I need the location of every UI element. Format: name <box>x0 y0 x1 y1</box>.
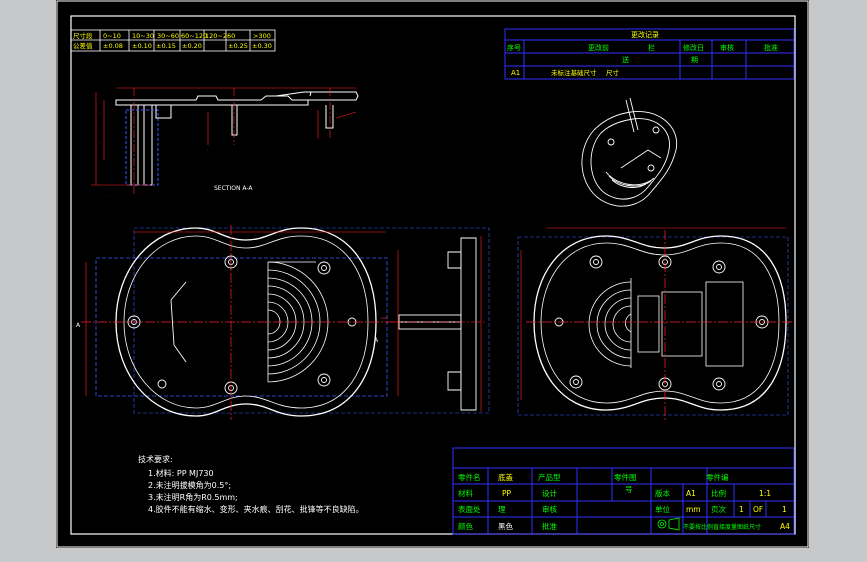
back-view <box>517 227 794 420</box>
tolerance-value: ±0.15 <box>156 42 176 50</box>
revision-title: 更改记录 <box>631 30 659 39</box>
revision-row-content: 未标注基础尺寸 <box>551 68 597 77</box>
title-scale-value: 1:1 <box>759 489 771 498</box>
revision-row-number: A1 <box>511 69 520 77</box>
tolerance-range: 30~60 <box>157 32 179 40</box>
notes-line: 4.胶件不能有缩水、变形、夹水痕、刮花、批锋等不良缺陷。 <box>148 504 364 514</box>
side-view <box>391 236 486 412</box>
svg-text:◦: ◦ <box>98 112 101 117</box>
svg-text:◦: ◦ <box>98 127 101 132</box>
revision-header: 修改日 <box>683 43 704 52</box>
revision-header: 更改前 <box>588 43 609 52</box>
svg-text:◦: ◦ <box>98 142 101 147</box>
tolerance-header-label: 尺寸段 <box>73 31 93 40</box>
revision-header-cont: 期 <box>691 56 698 64</box>
tolerance-range: 60~120 <box>181 32 207 40</box>
tolerance-range: 0~10 <box>103 32 121 40</box>
title-approve-label: 批准 <box>542 521 557 531</box>
revision-table <box>504 28 795 80</box>
title-name-value: 底盖 <box>498 472 513 482</box>
title-scale-label: 比例 <box>711 488 726 498</box>
title-drawing-label: 零件图 <box>614 472 637 482</box>
tolerance-value: ±0.20 <box>182 42 202 50</box>
title-product-label: 产品型 <box>538 472 561 482</box>
title-name-label: 零件名 <box>458 472 481 482</box>
tolerance-value: ±0.10 <box>132 42 152 50</box>
technical-notes: 技术要求: 1.材料: PP MJ730 2.未注明拔模角为0.5°; 3.未注… <box>138 454 364 514</box>
title-color-value: 黑色 <box>498 521 513 531</box>
title-of-label: OF <box>753 505 763 514</box>
title-version-label: 版本 <box>655 488 670 498</box>
section-view: ◦ ◦ ◦ ◦ ◦ ◦ <box>91 87 359 200</box>
revision-header-cont: 送 <box>622 55 629 64</box>
title-color-label: 颜色 <box>458 521 473 531</box>
title-page-total: 1 <box>782 505 787 514</box>
section-marker: A <box>374 337 379 344</box>
title-page-label: 页次 <box>711 504 726 514</box>
title-surface-label: 表面处 <box>458 504 481 514</box>
tolerance-row-label: 公差值 <box>73 41 93 50</box>
tolerance-value: ±0.30 <box>252 42 272 50</box>
title-number-label: 零件编 <box>706 472 729 482</box>
notes-line: 2.未注明拔模角为0.5°; <box>148 480 231 490</box>
section-marker: A <box>76 322 81 329</box>
revision-header: 栏 <box>648 43 655 52</box>
revision-header: 序号 <box>507 43 521 52</box>
front-view <box>81 225 490 420</box>
title-block <box>452 447 795 535</box>
notes-title: 技术要求: <box>138 454 173 464</box>
title-material-label: 材料 <box>458 488 473 498</box>
title-review-label: 审核 <box>542 504 557 514</box>
svg-text:◦: ◦ <box>318 137 321 142</box>
revision-header: 审核 <box>720 43 734 52</box>
title-unit-value: mm <box>686 505 701 514</box>
title-design-label: 设计 <box>542 488 557 498</box>
title-sheet-size: A4 <box>780 522 790 531</box>
notes-line: 3.未注明R角为R0.5mm; <box>148 492 238 502</box>
isometric-view <box>581 97 678 207</box>
tolerance-value: ±0.08 <box>103 42 123 50</box>
title-page-value: 1 <box>739 505 744 514</box>
tolerance-value: ±0.25 <box>228 42 248 50</box>
projection-symbol-icon <box>657 517 680 531</box>
drawing-canvas: 尺寸段 0~10 10~30 30~60 60~120 120~260 >300… <box>56 0 809 548</box>
title-version-value: A1 <box>686 489 696 498</box>
title-surface-value: 理 <box>498 505 506 514</box>
drawing-sheet: 尺寸段 0~10 10~30 30~60 60~120 120~260 >300… <box>56 0 809 548</box>
title-material-value: PP <box>502 489 512 498</box>
revision-header: 批准 <box>764 43 778 52</box>
revision-row-tail: 尺寸 <box>606 68 620 77</box>
notes-line: 1.材料: PP MJ730 <box>148 468 214 478</box>
tolerance-table <box>70 29 276 52</box>
tolerance-range: 10~30 <box>132 32 154 40</box>
title-unit-label: 单位 <box>655 504 670 514</box>
tolerance-range: 120~260 <box>205 32 235 40</box>
title-drawing-value: 号 <box>625 485 633 494</box>
inner-border <box>70 15 796 535</box>
svg-text:◦: ◦ <box>108 195 111 200</box>
outer-border <box>56 0 809 548</box>
section-label: SECTION A-A <box>214 185 253 192</box>
title-footer-note: 不要按比例直接度量图纸尺寸 <box>683 523 761 531</box>
tolerance-range: >300 <box>253 32 271 40</box>
svg-text:◦: ◦ <box>206 149 209 154</box>
